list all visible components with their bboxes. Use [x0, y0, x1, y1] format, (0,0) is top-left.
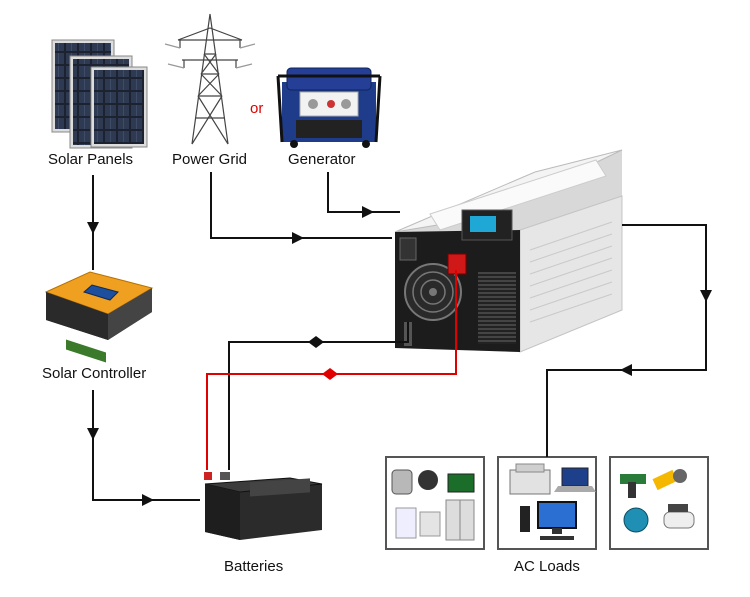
generator-icon	[276, 67, 382, 148]
office-equipment-icon	[509, 463, 596, 540]
generator-label: Generator	[288, 151, 356, 168]
positive-flow-arrows	[322, 368, 338, 380]
or-label: or	[250, 100, 264, 117]
arrow-right-icon	[142, 494, 154, 506]
transmission-tower-icon	[164, 13, 256, 145]
wire-controller-battery	[92, 390, 200, 501]
ac-loads-label: AC Loads	[514, 558, 580, 575]
arrow-right-icon	[330, 368, 338, 380]
kitchen-appliances-icon	[391, 469, 475, 541]
arrow-left-icon	[308, 336, 316, 348]
solar-panels-label: Solar Panels	[48, 151, 134, 168]
wire-inverter-loads	[546, 224, 707, 457]
ac-loads-group	[385, 456, 709, 550]
arrow-right-icon	[316, 336, 324, 348]
power-grid-label: Power Grid	[172, 151, 248, 168]
power-tools-panel	[609, 456, 709, 550]
wire-generator-inverter	[327, 172, 400, 213]
inverter-icon	[394, 149, 623, 353]
arrow-down-icon	[87, 222, 99, 234]
solar-panel-icon	[51, 39, 148, 149]
wire-grid-inverter	[210, 172, 392, 239]
power-tools-icon	[620, 469, 695, 533]
flow-arrows	[87, 206, 712, 506]
arrow-right-icon	[292, 232, 304, 244]
arrow-right-icon	[362, 206, 374, 218]
charge-controller-icon	[44, 271, 154, 363]
arrow-left-icon	[620, 364, 632, 376]
arrow-left-icon	[322, 368, 330, 380]
solar-controller-label: Solar Controller	[42, 365, 147, 382]
arrow-down-icon	[87, 428, 99, 440]
arrow-down-icon	[700, 290, 712, 302]
batteries-label: Batteries	[224, 558, 284, 575]
battery-icon	[204, 472, 323, 540]
